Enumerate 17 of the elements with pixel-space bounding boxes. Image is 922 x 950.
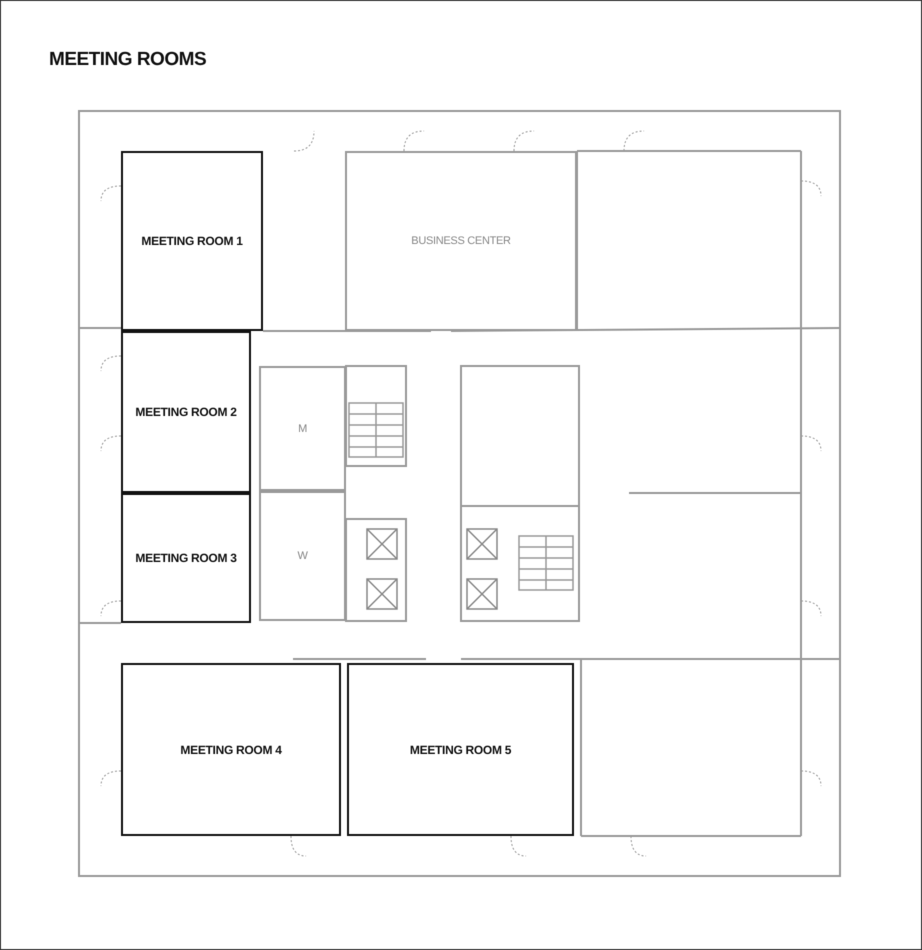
- room-outline: [121, 663, 341, 836]
- room-outline: [121, 493, 251, 623]
- room-label: W: [297, 550, 308, 562]
- room-label: MEETING ROOM 3: [135, 551, 237, 565]
- room-outline: [259, 491, 346, 621]
- room-label: MEETING ROOM 1: [141, 234, 243, 248]
- room-outline: [121, 331, 251, 493]
- room-outline: [121, 151, 263, 331]
- room-outline: [347, 663, 574, 836]
- room-outline: [345, 151, 577, 331]
- room-outline: [259, 366, 346, 491]
- plan-title: MEETING ROOMS: [49, 49, 206, 71]
- room-label: MEETING ROOM 5: [410, 742, 512, 756]
- room-label: BUSINESS CENTER: [411, 235, 511, 247]
- room-label: MEETING ROOM 4: [180, 742, 282, 756]
- room-label: M: [298, 422, 307, 434]
- room-label: MEETING ROOM 2: [135, 405, 237, 419]
